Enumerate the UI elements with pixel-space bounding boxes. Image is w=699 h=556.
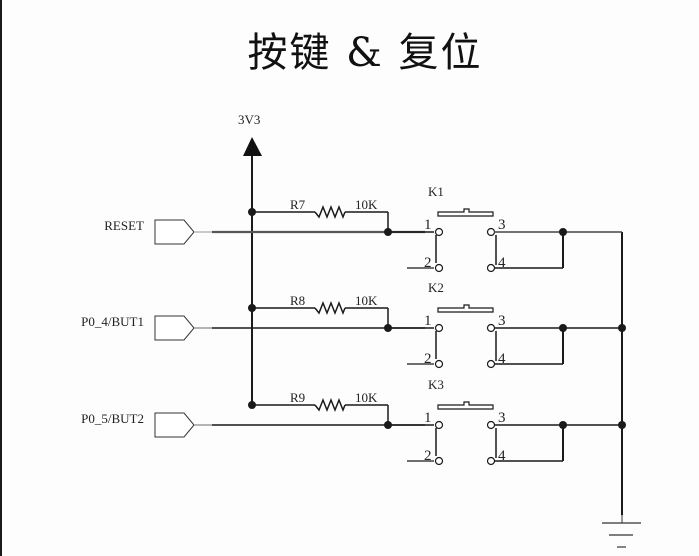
pin-number: 1 (424, 313, 432, 329)
resistor-icon (314, 397, 346, 413)
pin-contact-icon (486, 420, 496, 430)
pin-contact-icon (486, 263, 496, 273)
page-border (0, 0, 2, 556)
pin-contact-icon (434, 227, 444, 237)
port-icon[interactable] (154, 412, 195, 438)
resistor-value: 10K (355, 390, 378, 405)
pin-number: 4 (498, 255, 506, 271)
pin-contact-icon (486, 359, 496, 369)
circuit-row: P0_5/BUT2 R9 10K K3 1 2 3 4 (81, 377, 626, 466)
power-symbol: 3V3 (238, 112, 262, 408)
pin-contact-icon (486, 323, 496, 333)
net-label: P0_4/BUT1 (81, 314, 144, 329)
junction-dot (559, 324, 567, 332)
pin-number: 4 (498, 448, 506, 464)
junction-dot (618, 324, 626, 332)
resistor-ref: R9 (290, 390, 305, 405)
ground-symbol (602, 232, 641, 548)
power-label: 3V3 (238, 112, 260, 127)
net-label: RESET (104, 218, 144, 233)
pin-number: 2 (424, 351, 432, 367)
pin-contact-icon (434, 323, 444, 333)
net-label: P0_5/BUT2 (81, 411, 144, 426)
pin-contact-icon (434, 456, 444, 466)
resistor-icon (314, 204, 346, 220)
resistor-value: 10K (355, 197, 378, 212)
resistor-value: 10K (355, 293, 378, 308)
junction-dot (618, 421, 626, 429)
pin-contact-icon (434, 359, 444, 369)
pin-contact-icon (434, 420, 444, 430)
pin-number: 4 (498, 351, 506, 367)
switch-ref: K2 (428, 280, 444, 295)
pushbutton-switch: K1 1 2 3 4 (388, 184, 622, 273)
resistor-ref: R8 (290, 293, 305, 308)
circuit-row: RESET R7 10K K1 1 2 3 4 (104, 184, 622, 273)
pushbutton-switch: K2 1 2 3 4 (388, 280, 626, 369)
pin-contact-icon (486, 456, 496, 466)
pin-number: 2 (424, 448, 432, 464)
switch-actuator-icon (437, 401, 494, 410)
schematic-title: 按键 & 复位 (247, 30, 483, 76)
power-arrow-icon (243, 137, 262, 156)
pin-number: 3 (498, 217, 506, 233)
pin-number: 1 (424, 410, 432, 426)
resistor-icon (314, 300, 346, 316)
pin-number: 3 (498, 410, 506, 426)
port-icon[interactable] (154, 219, 195, 245)
port-icon[interactable] (154, 315, 195, 341)
pin-number: 1 (424, 217, 432, 233)
pin-number: 3 (498, 313, 506, 329)
circuit-row: P0_4/BUT1 R8 10K K2 1 2 3 4 (81, 280, 626, 369)
pushbutton-switch: K3 1 2 3 4 (388, 377, 626, 466)
resistor-ref: R7 (290, 197, 306, 212)
junction-dot (559, 228, 567, 236)
switch-actuator-icon (437, 304, 494, 313)
switch-ref: K3 (428, 377, 444, 392)
pin-number: 2 (424, 255, 432, 271)
pin-contact-icon (486, 227, 496, 237)
junction-dot (559, 421, 567, 429)
switch-ref: K1 (428, 184, 444, 199)
pin-contact-icon (434, 263, 444, 273)
switch-actuator-icon (437, 208, 494, 217)
